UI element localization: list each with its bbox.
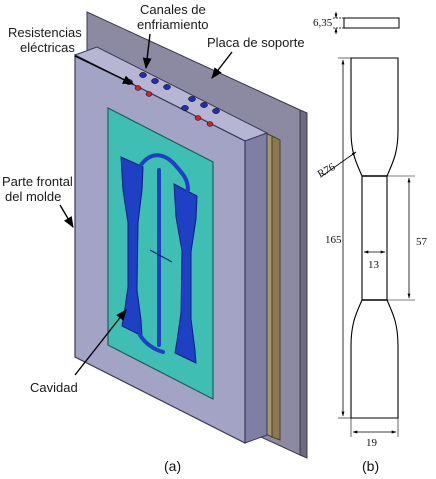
callout-canales-line1: Canales de: [140, 2, 206, 17]
cooling-channel-hole: [151, 78, 159, 84]
callout-frontal-line1: Parte frontal: [2, 174, 73, 189]
callout-frontal-line2: del molde: [5, 189, 61, 204]
dim-radius: R76: [316, 161, 338, 181]
leader-placa: [211, 51, 233, 79]
caption-b: (b): [362, 458, 379, 474]
callout-canales-line2: enfriamiento: [137, 17, 209, 32]
mold-drawing: [73, 11, 308, 459]
dim-narrow-width: 13: [368, 259, 380, 271]
cooling-channel-hole: [181, 105, 189, 111]
specimen-drawing: 6,35 165 57 13 19 R76 (b): [313, 12, 428, 474]
dim-gauge-length: 57: [416, 236, 428, 248]
leader-resistencias: [74, 55, 135, 85]
heater-hole: [134, 85, 142, 91]
cavity-specimen-right: [173, 183, 198, 364]
cooling-channel-hole: [163, 84, 171, 90]
specimen-outline: [350, 57, 399, 419]
cooling-channel-hole: [139, 72, 147, 78]
heater-hole: [194, 115, 202, 121]
callouts: Resistencias eléctricas Canales de enfri…: [2, 2, 305, 474]
specimen-thickness-view: [343, 17, 400, 29]
callout-resistencias-line1: Resistencias: [8, 25, 82, 40]
callout-placa: Placa de soporte: [207, 35, 305, 50]
heater-hole: [145, 91, 153, 97]
cavity-runner: [138, 153, 190, 354]
dim-thickness: 6,35: [313, 17, 333, 29]
leader-cavidad: [74, 309, 127, 376]
dim-overall-width: 19: [366, 437, 378, 449]
cavity-runner-cross: [149, 249, 173, 263]
dim-line-radius: [321, 151, 357, 177]
heater-hole: [206, 121, 214, 127]
cooling-channel-hole: [212, 108, 220, 114]
cavity: [120, 153, 198, 364]
leader-frontal: [59, 204, 74, 228]
dim-overall-length: 165: [325, 234, 342, 246]
caption-a: (a): [164, 458, 181, 474]
callout-resistencias-line2: eléctricas: [20, 40, 75, 55]
leader-canales: [142, 33, 152, 70]
cooling-channel-hole: [200, 102, 208, 108]
callout-cavidad: Cavidad: [30, 380, 78, 395]
cooling-channel-hole: [188, 96, 196, 102]
